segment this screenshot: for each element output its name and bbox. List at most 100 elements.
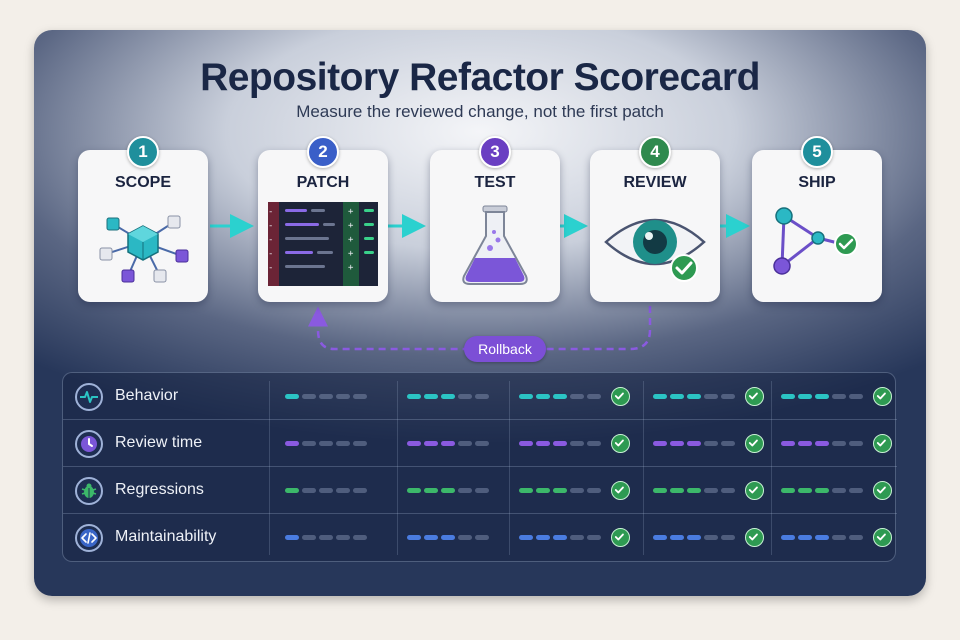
check-icon xyxy=(611,434,630,453)
score-segment-filled xyxy=(815,394,829,399)
score-segment-filled xyxy=(781,535,795,540)
svg-text:+: + xyxy=(348,207,354,217)
check-icon xyxy=(745,434,764,453)
check-icon xyxy=(611,481,630,500)
score-segment-empty xyxy=(475,394,489,399)
stage-number-badge: 4 xyxy=(639,136,671,168)
score-segment-filled xyxy=(553,488,567,493)
score-segment-filled xyxy=(285,535,299,540)
stage-number-badge: 3 xyxy=(479,136,511,168)
score-segment-empty xyxy=(704,394,718,399)
score-segment-filled xyxy=(407,488,421,493)
clock-icon xyxy=(75,430,103,458)
score-segment-empty xyxy=(336,535,350,540)
check-icon xyxy=(611,528,630,547)
score-segment-empty xyxy=(721,394,735,399)
score-segment-filled xyxy=(553,441,567,446)
bug-icon xyxy=(75,477,103,505)
score-segment-empty xyxy=(832,441,846,446)
score-segment-filled xyxy=(781,441,795,446)
score-segment-filled xyxy=(441,394,455,399)
code-diff-icon: ----- +++++ xyxy=(268,202,378,286)
score-segment-filled xyxy=(653,488,667,493)
rollback-label: Rollback xyxy=(464,336,546,362)
svg-text:-: - xyxy=(268,249,273,259)
svg-text:+: + xyxy=(348,221,354,231)
score-segment-empty xyxy=(336,441,350,446)
column-divider xyxy=(397,381,398,555)
score-segment-filled xyxy=(441,488,455,493)
score-segment-filled xyxy=(285,441,299,446)
score-segment-empty xyxy=(721,441,735,446)
score-segment-filled xyxy=(653,441,667,446)
score-segment-filled xyxy=(553,535,567,540)
check-icon xyxy=(873,387,892,406)
score-segment-empty xyxy=(353,394,367,399)
score-segment-empty xyxy=(302,441,316,446)
pulse-icon xyxy=(75,383,103,411)
column-divider xyxy=(771,381,772,555)
score-segment-filled xyxy=(687,394,701,399)
flask-icon xyxy=(462,205,528,285)
score-segment-filled xyxy=(687,535,701,540)
score-segment-empty xyxy=(721,535,735,540)
score-segment-filled xyxy=(815,488,829,493)
score-segment-filled xyxy=(781,394,795,399)
deploy-graph-check-icon xyxy=(773,207,858,275)
score-segment-empty xyxy=(302,488,316,493)
column-divider xyxy=(269,381,270,555)
score-segment-filled xyxy=(687,441,701,446)
score-segment-filled xyxy=(798,488,812,493)
svg-text:+: + xyxy=(348,263,354,273)
score-segment-filled xyxy=(536,535,550,540)
check-icon xyxy=(873,481,892,500)
stage-label: SHIP xyxy=(798,174,836,191)
score-segment-empty xyxy=(570,441,584,446)
svg-text:+: + xyxy=(348,235,354,245)
score-segment-empty xyxy=(336,394,350,399)
metric-row-review-time: Review time xyxy=(63,420,897,467)
score-segment-filled xyxy=(519,441,533,446)
score-segment-empty xyxy=(458,394,472,399)
score-segment-filled xyxy=(670,535,684,540)
score-segment-filled xyxy=(285,488,299,493)
score-segment-filled xyxy=(407,394,421,399)
score-segment-filled xyxy=(424,394,438,399)
score-segment-filled xyxy=(519,394,533,399)
svg-text:-: - xyxy=(268,221,273,231)
score-segment-empty xyxy=(832,535,846,540)
metric-label: Regressions xyxy=(115,481,204,498)
page-subtitle: Measure the reviewed change, not the fir… xyxy=(296,102,664,121)
score-segment-filled xyxy=(536,394,550,399)
score-segment-empty xyxy=(319,488,333,493)
page-title: Repository Refactor Scorecard xyxy=(200,56,760,99)
score-segment-filled xyxy=(798,535,812,540)
column-divider xyxy=(509,381,510,555)
score-segment-empty xyxy=(570,488,584,493)
score-segment-filled xyxy=(536,441,550,446)
check-icon xyxy=(745,387,764,406)
score-segment-filled xyxy=(798,394,812,399)
score-segment-empty xyxy=(849,488,863,493)
score-segment-filled xyxy=(407,535,421,540)
score-segment-empty xyxy=(570,535,584,540)
score-segment-empty xyxy=(849,535,863,540)
eye-check-icon xyxy=(604,218,706,282)
stage-label: SCOPE xyxy=(114,174,171,191)
stage-test: 3 TEST xyxy=(430,136,560,302)
stage-number-badge: 5 xyxy=(801,136,833,168)
score-segment-empty xyxy=(458,535,472,540)
check-icon xyxy=(873,434,892,453)
score-segment-empty xyxy=(704,441,718,446)
stage-ship: 5 SHIP xyxy=(752,136,882,302)
score-segment-empty xyxy=(353,441,367,446)
score-segment-empty xyxy=(587,441,601,446)
score-segment-empty xyxy=(475,488,489,493)
score-segment-filled xyxy=(781,488,795,493)
score-segment-empty xyxy=(319,535,333,540)
score-segment-filled xyxy=(519,488,533,493)
stage-label: REVIEW xyxy=(623,174,687,191)
score-segment-empty xyxy=(353,488,367,493)
metric-row-maintainability: Maintainability xyxy=(63,514,897,561)
scorecard-panel: Repository Refactor Scorecard Measure th… xyxy=(34,30,926,596)
